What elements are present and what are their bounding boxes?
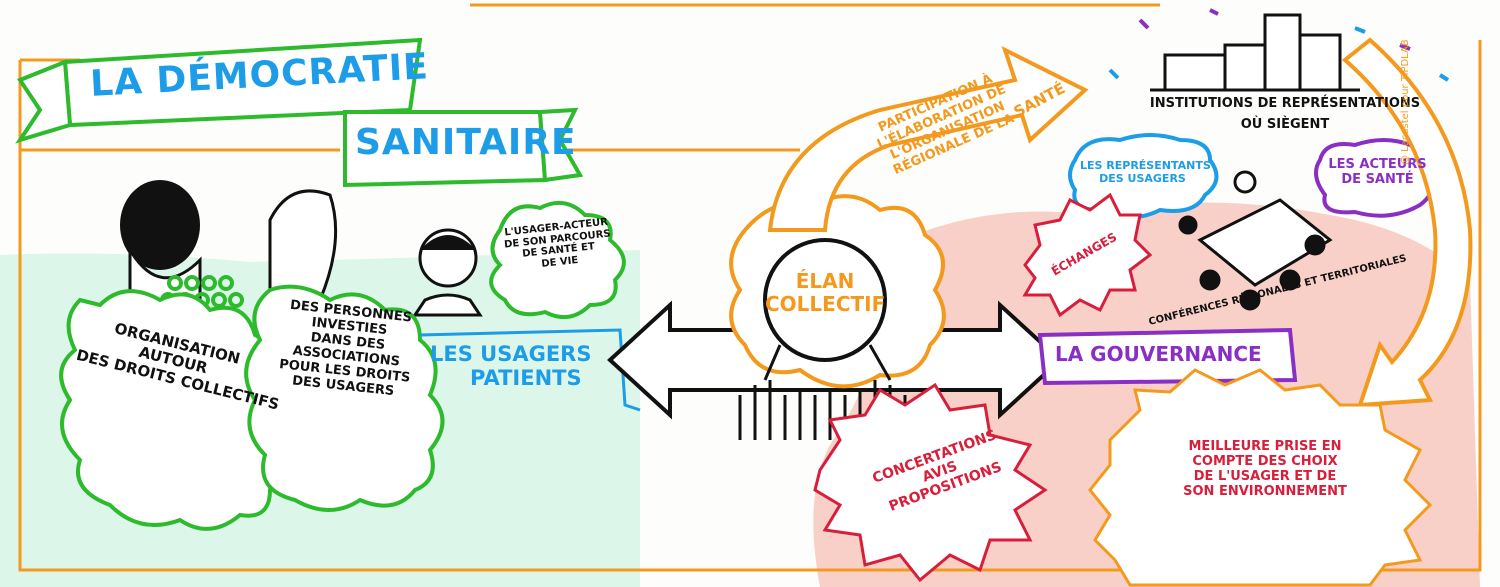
institutions-text: Institutions de représentations où siège… — [1125, 96, 1445, 133]
gouvernance-frame — [1037, 327, 1298, 386]
representants-text: Les représentants des usagers — [1080, 159, 1211, 185]
institutions-line: Institutions de représentations — [1149, 96, 1421, 111]
banner-tail-left — [15, 59, 73, 144]
elan-text: Élan collectif — [765, 270, 885, 316]
meilleure-line: de l'usager et de — [1193, 468, 1337, 484]
gouvernance-label: La gouvernance — [1055, 342, 1262, 366]
meilleure-text: Meilleure prise en compte des choix de l… — [1160, 439, 1370, 500]
acteurs-line: de santé — [1341, 171, 1414, 187]
meilleure-burst — [1088, 368, 1433, 587]
acteurs-text: Les acteurs de santé — [1325, 157, 1430, 188]
meilleure-line: compte des choix — [1192, 453, 1338, 469]
buildings-illustration — [1150, 13, 1360, 92]
concertations-burst — [813, 382, 1048, 583]
cloud-personnes-text: Des personnes investies dans des associa… — [258, 296, 436, 403]
usagers-label: Les usagers patients — [430, 342, 620, 390]
representants-line: Les représentants — [1080, 159, 1211, 172]
sparkles — [1108, 8, 1450, 82]
banner-tail-right — [537, 107, 584, 183]
cloud-personnes — [244, 284, 445, 512]
institutions-line: où siègent — [1240, 116, 1330, 132]
elan-line: collectif — [765, 292, 886, 316]
usagers-line: Les usagers — [430, 342, 592, 366]
speech-cloud — [489, 200, 626, 320]
acteurs-line: Les acteurs — [1328, 157, 1427, 172]
return-arrow — [1341, 37, 1473, 408]
meilleure-line: Meilleure prise en — [1188, 439, 1342, 454]
elan-line: Élan — [795, 269, 855, 293]
meeting-illustration — [1178, 170, 1333, 311]
cloud-organisation — [59, 289, 289, 531]
meilleure-line: son environnement — [1183, 483, 1347, 499]
representants-line: des usagers — [1099, 171, 1186, 185]
participation-arrow — [767, 46, 1089, 232]
echanges-burst — [1022, 192, 1153, 318]
usagers-line: patients — [470, 366, 582, 391]
elan-circle — [763, 238, 887, 362]
banner-title-line2: Sanitaire — [355, 122, 577, 163]
signature: @ Lacastel pour TiPDLAB — [1400, 39, 1411, 165]
